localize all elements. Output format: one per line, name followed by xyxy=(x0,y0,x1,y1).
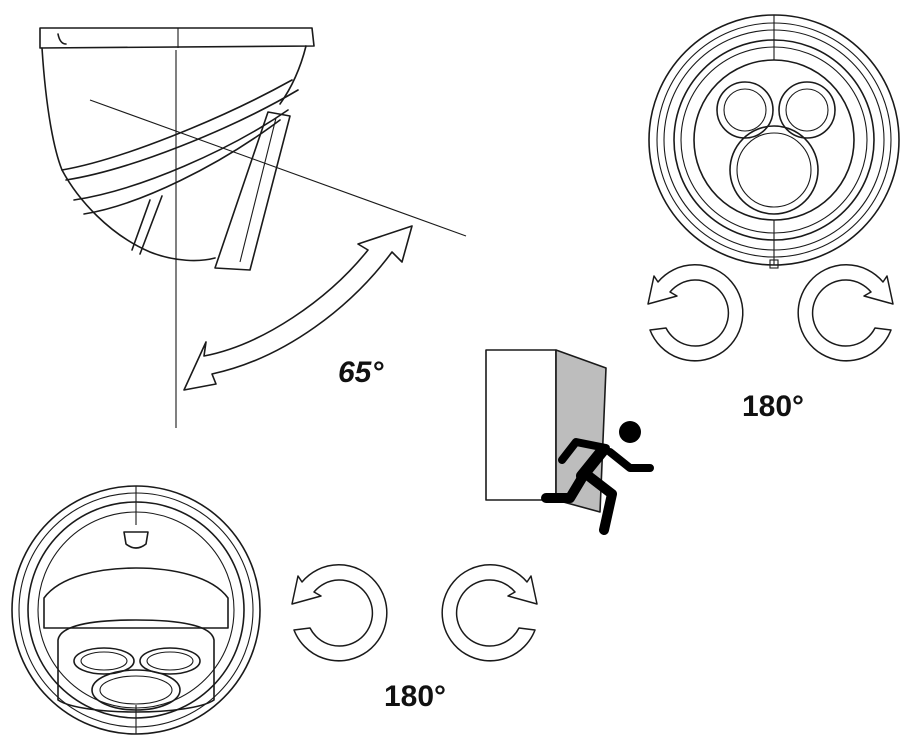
running-person-icon xyxy=(541,421,654,535)
exit-door xyxy=(485,349,607,513)
rotate-right-arrow-icon xyxy=(441,564,538,662)
rotate-left-arrow-icon xyxy=(291,564,388,662)
tilt-axis xyxy=(89,99,467,237)
tilt-angle-label: 65° xyxy=(338,356,384,389)
pan-rotate-right-arrow-icon xyxy=(797,264,894,362)
camera-side-view xyxy=(39,27,315,271)
rotation-angle-label: 180° xyxy=(384,680,447,713)
camera-front-view xyxy=(648,14,900,269)
tilt-double-arrow-icon xyxy=(183,225,413,391)
pan-angle-label: 180° xyxy=(742,390,805,423)
camera-bottom-view xyxy=(11,485,261,735)
pan-rotate-left-arrow-icon xyxy=(647,264,744,362)
